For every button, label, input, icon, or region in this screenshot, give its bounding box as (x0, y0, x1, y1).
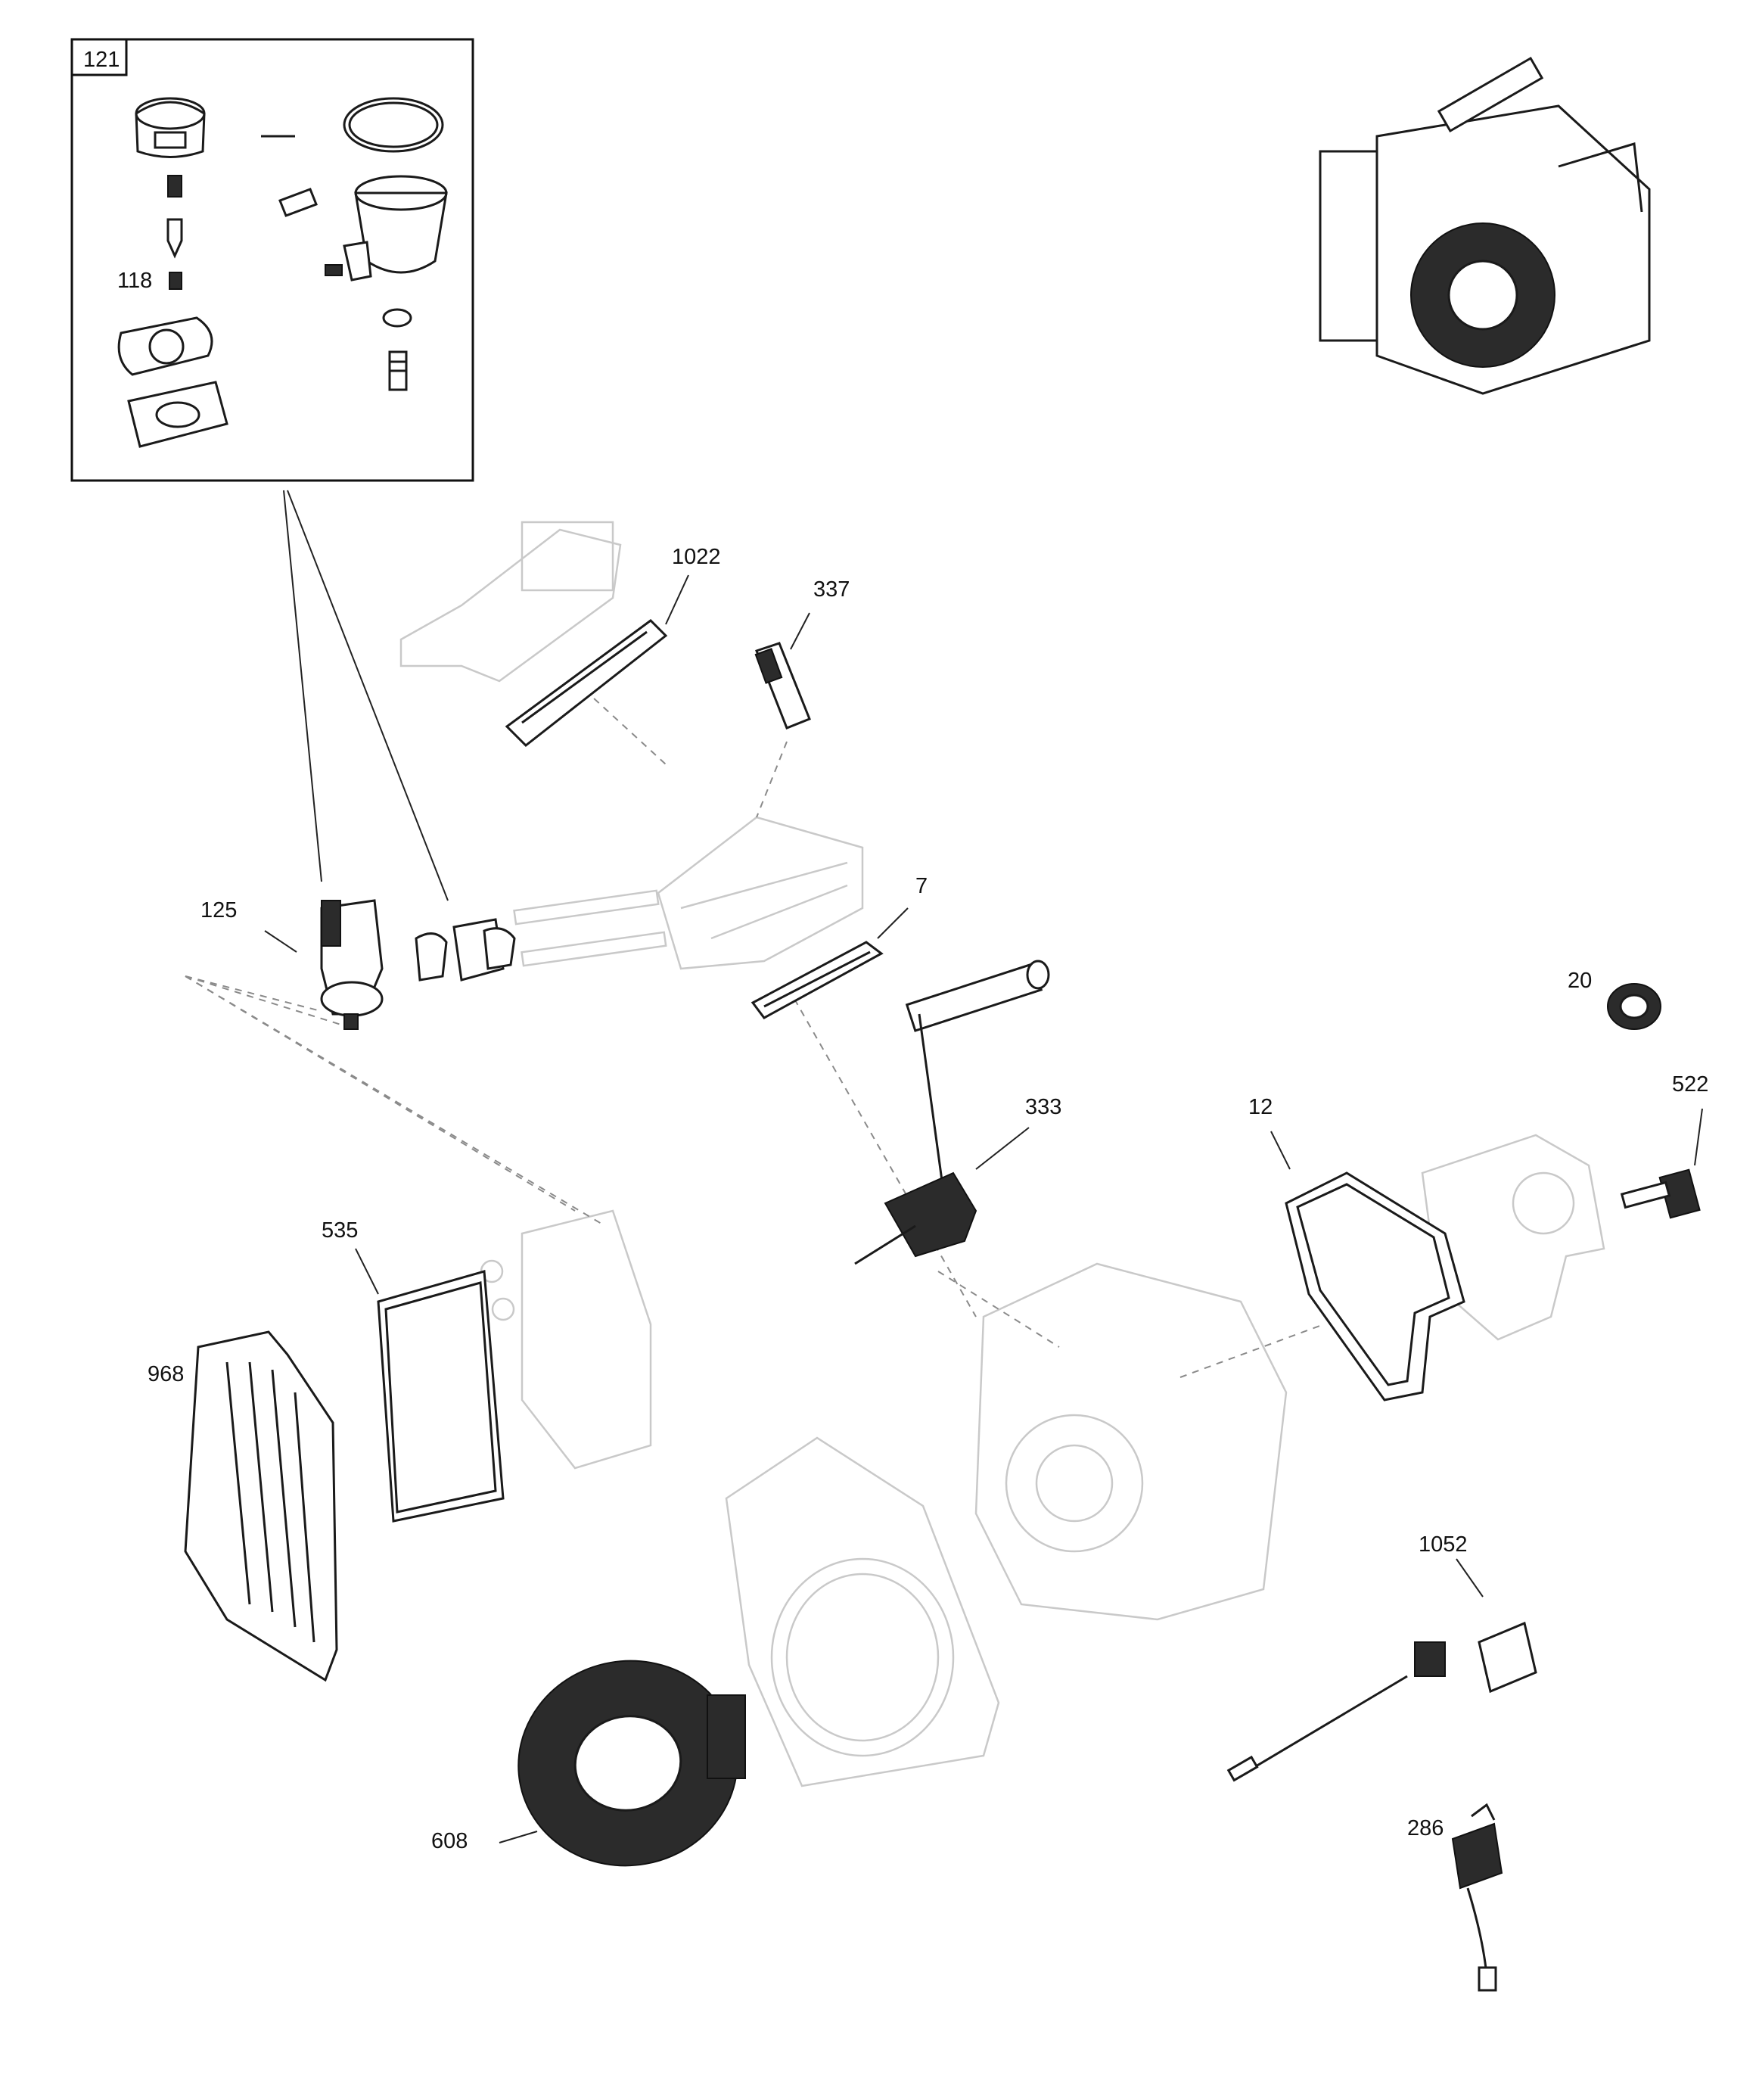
carburetor-kit-inset: 121 118 (70, 38, 474, 482)
callout-7: 7 (915, 874, 928, 898)
inset-drain-bolt-part (388, 350, 408, 391)
inset-screw-part (278, 188, 318, 217)
inset-label-121: 121 (83, 48, 120, 72)
part-968-air-filter-cover (184, 1330, 338, 1682)
part-337-spark-plug (754, 612, 811, 730)
inset-gasket-part (117, 316, 213, 376)
callout-968: 968 (148, 1362, 184, 1386)
ghost-cylinder-head-cover (399, 521, 622, 683)
inset-oring-part (343, 97, 444, 153)
callout-numbers: 1022 337 125 7 20 522 333 12 535 968 105… (148, 545, 1708, 1853)
part-286-ignition-module (1451, 1803, 1503, 1992)
part-12-crankcase-gasket (1270, 1131, 1465, 1402)
assembled-engine-illustration (1319, 56, 1651, 395)
inset-spring-part (167, 175, 182, 198)
callout-20: 20 (1568, 969, 1592, 993)
ghost-pushrods (513, 889, 667, 967)
part-125-carburetor (264, 899, 516, 1030)
callout-1052: 1052 (1419, 1532, 1468, 1557)
ghost-crankcase (974, 1262, 1288, 1621)
part-1052-oil-level-sensor (1226, 1558, 1537, 1782)
inset-needle-part (166, 218, 183, 259)
assembly-dashed-lines (185, 680, 1416, 1741)
callout-337: 337 (813, 577, 850, 602)
part-608-rewind-starter (499, 1660, 746, 1867)
callout-522: 522 (1672, 1072, 1708, 1097)
part-20-oil-seal (1607, 983, 1661, 1030)
callout-125: 125 (200, 898, 237, 922)
inset-label-118: 118 (117, 269, 152, 293)
inset-leader-a (283, 490, 322, 882)
part-1022-valve-cover-gasket (505, 574, 689, 748)
callout-333: 333 (1025, 1095, 1061, 1119)
inset-bowl-part (325, 175, 448, 282)
part-522-oil-fill-cap (1620, 1108, 1703, 1219)
inset-spacer-part (127, 381, 228, 448)
inset-collar-part (135, 97, 206, 158)
ghost-air-filter-base (480, 1209, 652, 1470)
callout-1022: 1022 (672, 545, 721, 569)
callout-608: 608 (431, 1829, 468, 1853)
inset-seat-part (169, 272, 182, 290)
callout-12: 12 (1248, 1095, 1273, 1119)
part-7-head-gasket (751, 907, 909, 1019)
ghost-cylinder-head (657, 816, 864, 970)
inset-leader-b (287, 490, 449, 901)
callout-286: 286 (1407, 1816, 1444, 1840)
part-535-air-filter-element (355, 1248, 505, 1523)
part-333-control-lever (854, 960, 1050, 1265)
callout-535: 535 (322, 1218, 358, 1243)
ghost-blower-housing (725, 1436, 1000, 1787)
inset-washer-part (382, 308, 412, 328)
